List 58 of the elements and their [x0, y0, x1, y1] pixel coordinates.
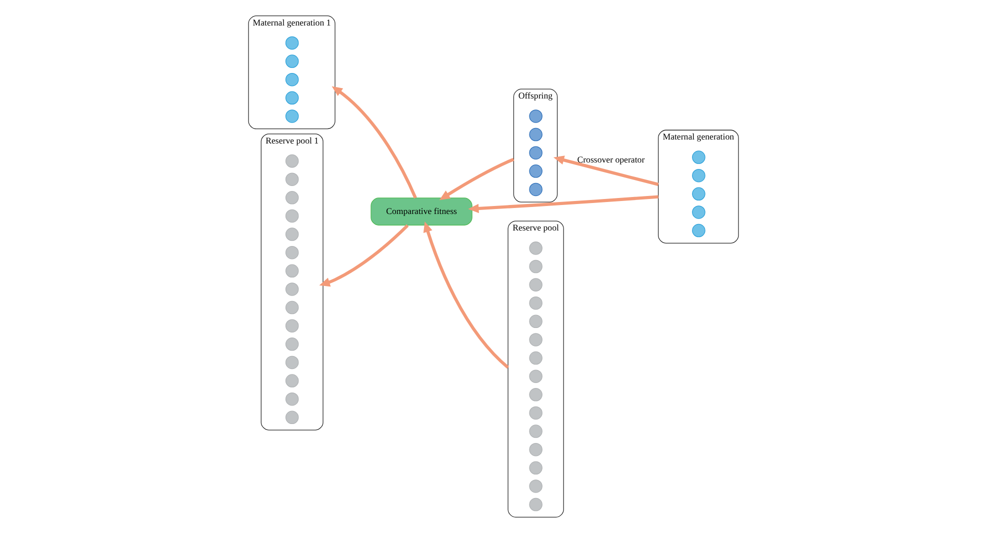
node-circle	[529, 406, 542, 420]
node-circle	[529, 333, 542, 346]
node-circle	[529, 146, 542, 160]
node-circle	[692, 224, 706, 238]
cluster: Offspring	[513, 88, 558, 202]
arrow	[423, 222, 510, 369]
node-circle	[285, 392, 299, 406]
node-box: Comparative fitness	[370, 198, 472, 226]
node-circle	[285, 110, 299, 123]
node-circle	[285, 356, 299, 370]
node-circle	[285, 282, 299, 296]
node-circle	[529, 182, 542, 196]
arrow	[319, 224, 409, 287]
node-circle	[285, 172, 299, 186]
node-circle	[529, 370, 542, 383]
node-circle	[285, 300, 299, 314]
node-circle	[529, 314, 542, 328]
node-circle	[529, 278, 542, 292]
arrow	[553, 156, 659, 186]
node-circle	[529, 388, 542, 402]
node-circle	[285, 191, 299, 204]
node-circle	[529, 480, 542, 493]
node-circle	[692, 187, 706, 201]
node-circle	[692, 168, 706, 182]
node-circle	[285, 264, 299, 278]
node-circle	[285, 319, 299, 332]
node-circle	[529, 498, 542, 512]
node-circle	[529, 296, 542, 310]
node-circle	[529, 128, 542, 142]
node-circle	[529, 242, 542, 255]
arrow	[468, 195, 658, 214]
cluster: Reserve pool	[508, 220, 564, 518]
node-circle	[692, 150, 706, 164]
cluster: Maternal generation	[658, 130, 739, 244]
node-circle	[692, 206, 706, 219]
cluster: Reserve pool 1	[260, 134, 324, 430]
node-circle	[285, 209, 299, 223]
node-circle	[285, 246, 299, 260]
node-circle	[529, 442, 542, 456]
node-circle	[285, 338, 299, 351]
node-circle	[285, 36, 299, 50]
node-circle	[285, 410, 299, 424]
node-circle	[285, 374, 299, 388]
node-circle	[529, 461, 542, 475]
cluster: Maternal generation 1	[248, 16, 336, 130]
node-circle	[529, 424, 542, 438]
node-circle	[285, 72, 299, 86]
arrow	[332, 86, 417, 199]
node-circle	[529, 351, 542, 365]
node-circle	[529, 164, 542, 178]
node-circle	[285, 228, 299, 241]
edge-label: Crossover operator	[577, 154, 645, 164]
node-circle	[285, 154, 299, 168]
node-circle	[285, 54, 299, 68]
arrow	[439, 158, 514, 200]
node-circle	[529, 110, 542, 123]
node-circle	[285, 91, 299, 105]
node-circle	[529, 260, 542, 274]
